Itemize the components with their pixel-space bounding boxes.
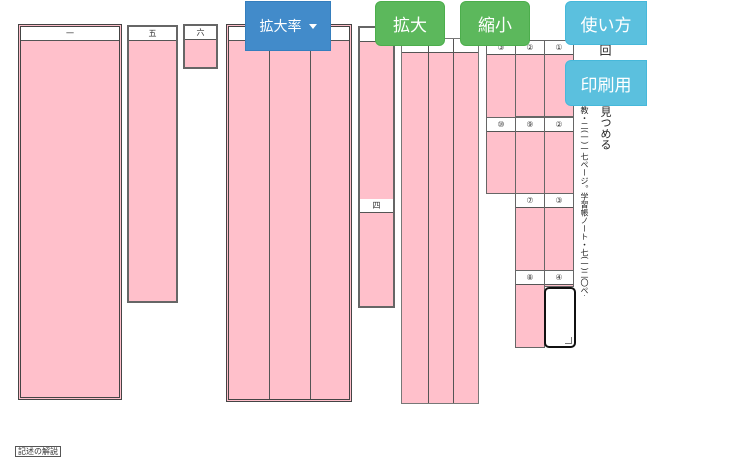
section-3col-box [226, 24, 352, 402]
answer-input[interactable] [544, 287, 576, 348]
explanation-label[interactable]: 記述の解説 [15, 446, 61, 457]
instruction-text-1: 回 [598, 44, 612, 56]
instruction-text-3: 教・二(一)一七ページ。学習帳ノート・七(一)二〇ページ [580, 106, 589, 296]
instruction-text-2: 見つめる [599, 106, 612, 150]
zoom-out-button[interactable]: 縮小 [460, 1, 530, 46]
zoom-rate-label: 拡大率 [259, 19, 302, 35]
cell-1: ① [544, 40, 574, 117]
cell-2: ② [544, 117, 574, 194]
cell-9-header: ⑨ [516, 118, 544, 132]
section-5-header: 五 [129, 27, 176, 41]
cell-2-upper: ② [515, 40, 545, 117]
cell-3-lower: ③ [544, 193, 574, 271]
section-1-box: 一 [18, 24, 122, 400]
caret-down-icon [308, 23, 317, 29]
cell-7: ⑦ [515, 193, 545, 271]
cell-9: ⑨ [515, 117, 545, 194]
section-6-header: 六 [185, 26, 216, 40]
print-button[interactable]: 印刷用 [565, 60, 647, 106]
resize-grip-icon[interactable] [565, 337, 572, 344]
cell-3-lower-header: ③ [545, 194, 573, 208]
section-4-header: 四 [360, 199, 393, 213]
cell-8-header: ⑧ [516, 271, 544, 285]
help-button[interactable]: 使い方 [565, 1, 647, 45]
cell-1-header: ① [545, 41, 573, 55]
cell-8: ⑧ [515, 270, 545, 348]
cell-4-header: ④ [545, 271, 573, 285]
cell-10: ⑩ [486, 117, 516, 194]
zoom-rate-dropdown[interactable]: 拡大率 [245, 1, 331, 51]
section-tall-box [401, 38, 479, 404]
cell-4: ④ [544, 270, 574, 287]
cell-10-header: ⑩ [487, 118, 515, 132]
section-4-box: 四 [358, 26, 395, 308]
zoom-in-button[interactable]: 拡大 [375, 1, 445, 46]
section-5-box: 五 [127, 25, 178, 303]
cell-2-header: ② [545, 118, 573, 132]
section-6-box: 六 [183, 24, 218, 69]
cell-7-header: ⑦ [516, 194, 544, 208]
section-1-header: 一 [21, 27, 119, 41]
